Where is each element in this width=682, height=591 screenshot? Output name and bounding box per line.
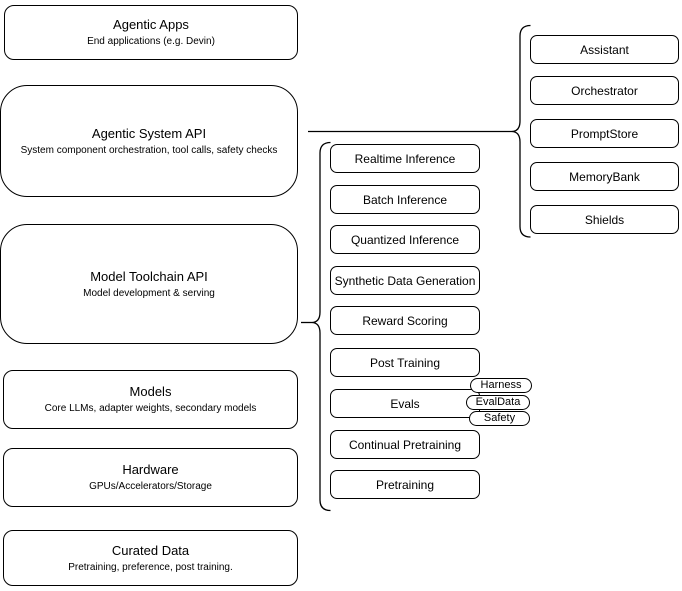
node-subtitle: System component orchestration, tool cal…	[20, 144, 278, 156]
system-components-group-brace	[511, 24, 531, 238]
node-title: Agentic Apps	[113, 17, 189, 32]
node-title: Curated Data	[111, 542, 190, 558]
node-memorybank: MemoryBank	[530, 162, 679, 191]
node-subtitle: End applications (e.g. Devin)	[87, 36, 215, 47]
node-batch-inference: Batch Inference	[330, 185, 480, 214]
node-assistant: Assistant	[530, 35, 679, 64]
node-title: Hardware	[122, 462, 179, 477]
tag-evaldata: EvalData	[466, 395, 530, 410]
toolchain-group-brace	[311, 141, 331, 512]
node-model-toolchain-api: Model Toolchain API Model development & …	[0, 224, 298, 344]
tag-safety: Safety	[469, 411, 530, 426]
node-post-training: Post Training	[330, 348, 480, 377]
node-subtitle: Core LLMs, adapter weights, secondary mo…	[44, 403, 257, 414]
node-synthetic-data-generation: Synthetic Data Generation	[330, 266, 480, 295]
node-title: Models	[129, 384, 172, 399]
node-subtitle: GPUs/Accelerators/Storage	[89, 481, 212, 492]
node-reward-scoring: Reward Scoring	[330, 306, 480, 335]
node-agentic-system-api: Agentic System API System component orch…	[0, 85, 298, 197]
node-continual-pretraining: Continual Pretraining	[330, 430, 480, 459]
node-orchestrator: Orchestrator	[530, 76, 679, 105]
tag-harness: Harness	[470, 378, 532, 393]
node-evals: Evals	[330, 389, 480, 418]
node-quantized-inference: Quantized Inference	[330, 225, 480, 254]
node-shields: Shields	[530, 205, 679, 234]
node-pretraining: Pretraining	[330, 470, 480, 499]
node-realtime-inference: Realtime Inference	[330, 144, 480, 173]
node-subtitle: Pretraining, preference, post training.	[68, 561, 233, 573]
node-agentic-apps: Agentic Apps End applications (e.g. Devi…	[4, 5, 298, 60]
node-title: Model Toolchain API	[90, 268, 208, 284]
node-curated-data: Curated Data Pretraining, preference, po…	[3, 530, 298, 586]
node-subtitle: Model development & serving	[83, 287, 215, 299]
node-title: Agentic System API	[91, 125, 207, 141]
node-models: Models Core LLMs, adapter weights, secon…	[3, 370, 298, 429]
node-hardware: Hardware GPUs/Accelerators/Storage	[3, 448, 298, 507]
node-promptstore: PromptStore	[530, 119, 679, 148]
